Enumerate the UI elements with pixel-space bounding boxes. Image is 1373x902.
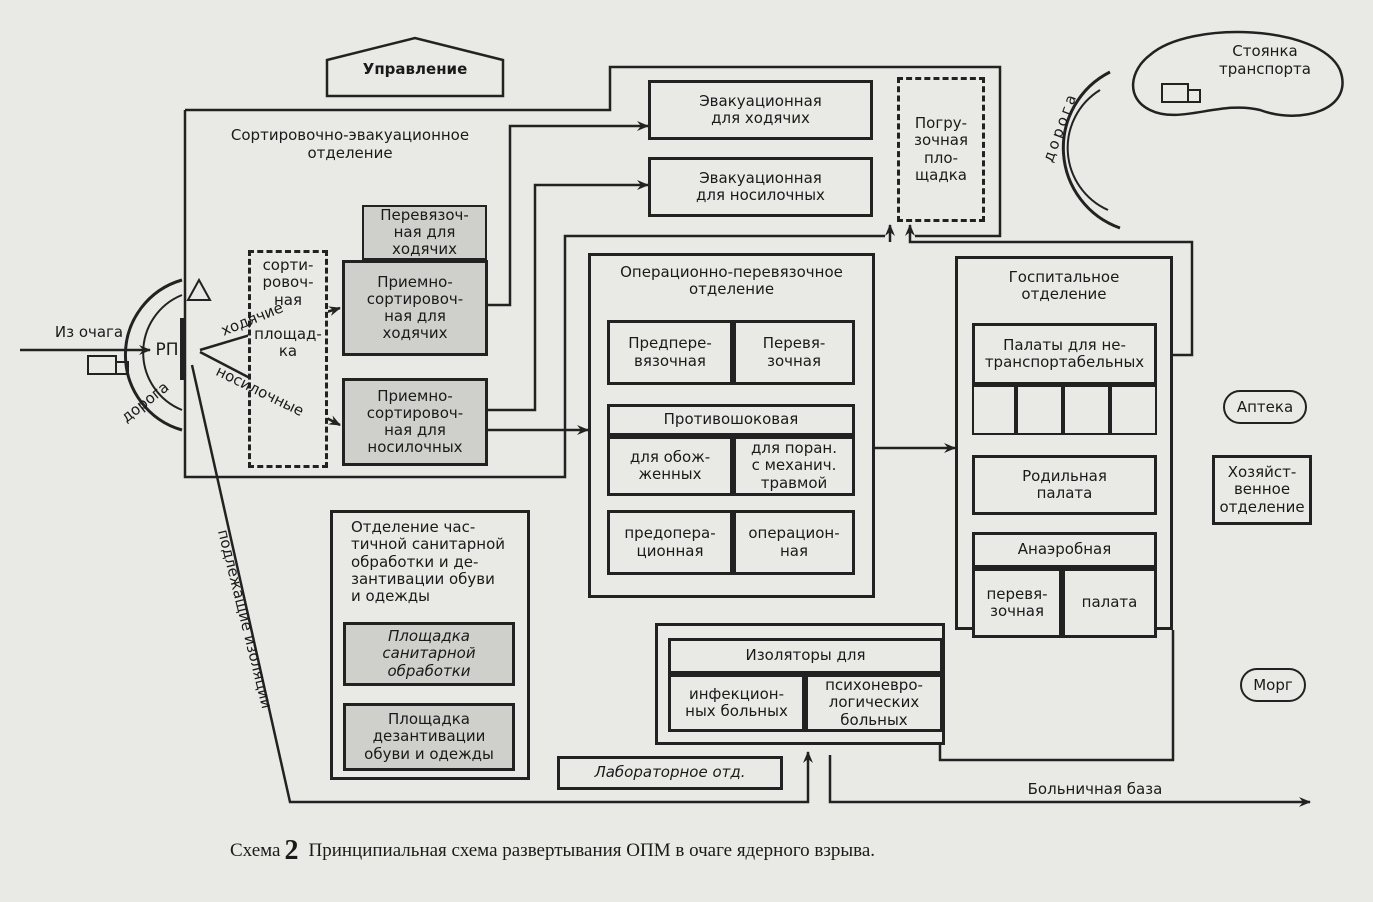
caption-prefix: Схема <box>230 840 281 861</box>
maternity-box: Родильная палата <box>972 455 1157 515</box>
psycho-box: психоневро- логических больных <box>805 674 943 732</box>
preop-box: предопера- ционная <box>607 510 733 575</box>
sort-evac-outline <box>183 110 885 479</box>
anaerobic-ward-box: палата <box>1062 568 1157 638</box>
evac-stretcher-box: Эвакуационная для носилочных <box>648 157 873 217</box>
ambulance-icon-left <box>87 355 117 375</box>
operating-box: операцион- ная <box>733 510 855 575</box>
management-label: Управление <box>362 60 468 78</box>
isolators-title-box: Изоляторы для <box>668 638 943 674</box>
rp-label: РП <box>155 340 179 360</box>
stretch-to-evac <box>488 180 649 412</box>
ward-cell <box>1063 385 1110 435</box>
evac-walking-box: Эвакуационная для ходячих <box>648 80 873 140</box>
hospital-to-loading <box>905 224 1194 357</box>
ward-cell <box>1110 385 1157 435</box>
mech-trauma-box: для поран. с механич. травмой <box>733 436 855 496</box>
reception-walking-box: Приемно- сортировоч- ная для ходячих <box>342 260 488 356</box>
parking-outline <box>1131 30 1344 117</box>
sorting-area-box: сорти- ровоч- ная площад- ка <box>248 250 328 468</box>
antishock-box: Противошоковая <box>607 404 855 436</box>
walk-to-evac <box>488 121 649 307</box>
reception-stretcher-box: Приемно- сортировоч- ная для носилочных <box>342 378 488 466</box>
sort-evac-title: Сортировочно-эвакуационное отделение <box>230 126 470 162</box>
burns-box: для обож- женных <box>607 436 733 496</box>
isolation-line <box>190 364 813 804</box>
sanitary-area-box: Площадка санитарной обработки <box>343 622 515 686</box>
hospital-base-label: Больничная база <box>1027 780 1163 798</box>
parking-label: Стоянка транспорта <box>1219 42 1311 78</box>
hospital-base-line <box>828 755 1311 807</box>
morgue-pill: Морг <box>1240 668 1306 702</box>
caption-number: 2 <box>284 835 299 866</box>
ward-cell <box>972 385 1016 435</box>
anaerobic-bandage-box: перевя- зочная <box>972 568 1062 638</box>
anaerobic-box: Анаэробная <box>972 532 1157 568</box>
ambulance-icon-right <box>1161 83 1189 103</box>
ward-cell <box>1016 385 1063 435</box>
lab-box: Лабораторное отд. <box>557 756 783 790</box>
top-route-line <box>185 65 1002 238</box>
wards-nontransport-box: Палаты для не- транспортабельных <box>972 323 1157 385</box>
pharmacy-pill: Аптека <box>1223 390 1307 424</box>
management-house <box>325 36 505 98</box>
bandage-walking-box: Перевязоч- ная для ходячих <box>362 205 487 260</box>
household-box: Хозяйст- венное отделение <box>1212 455 1312 525</box>
perev-box: Перевя- зочная <box>733 320 855 385</box>
caption-text: Принципиальная схема развертывания ОПМ в… <box>308 840 876 861</box>
from-focus-label: Из очага <box>54 323 124 341</box>
loading-area-box: Погру- зочная пло- щадка <box>897 77 985 222</box>
decont-area-box: Площадка дезантивации обуви и одежды <box>343 703 515 771</box>
infectious-box: инфекцион- ных больных <box>668 674 805 732</box>
preperev-box: Предпере- вязочная <box>607 320 733 385</box>
